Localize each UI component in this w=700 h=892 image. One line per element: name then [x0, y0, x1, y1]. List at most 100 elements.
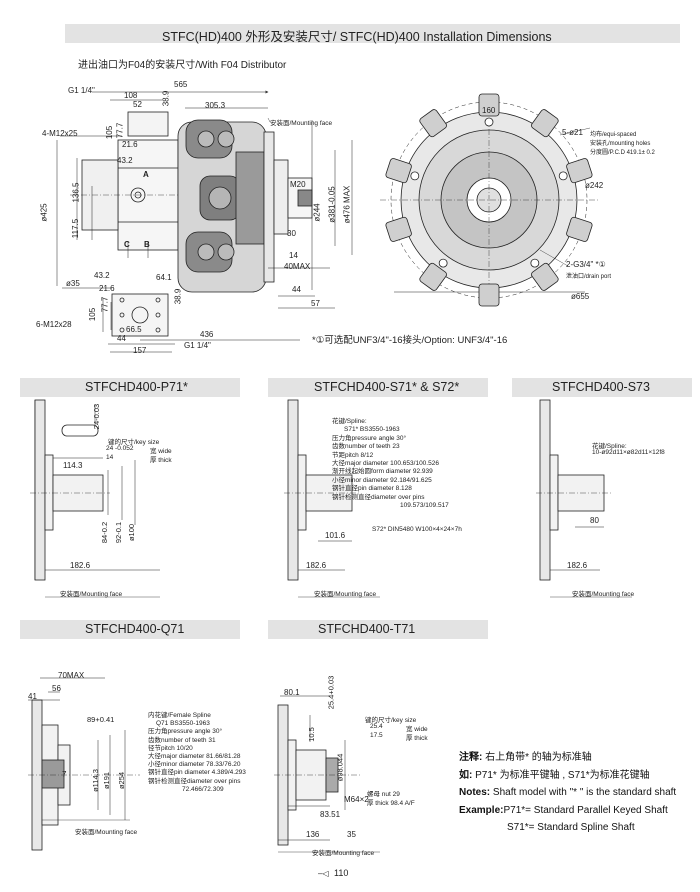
note-1: 注释: 右上角带* 的轴为标准轴 [459, 749, 676, 767]
p71-key-14: 14 [106, 454, 114, 461]
s71-line-1: S71* BS3550-1963 [344, 426, 400, 434]
front-view-lobe [419, 262, 447, 291]
flange-66.5: 66.5 [126, 325, 142, 334]
flange-436: 436 [200, 330, 214, 339]
dim-381: ø381-0.05 [327, 186, 337, 223]
p71-dim-114: 114.3 [63, 461, 83, 470]
t71-dim-80: 80.1 [284, 688, 300, 697]
q71-dim-7: 7 [62, 770, 67, 779]
front-view-lobe [566, 158, 593, 184]
q71-line-5: 大径major diameter 81.66/81.28 [148, 753, 241, 761]
s71-line-10: 109.573/109.517 [400, 502, 449, 510]
p71-key-24: 24 -0.052 [106, 445, 134, 452]
s72-note: S72* DIN5480 W100×4×24×7h [372, 526, 462, 533]
s71-line-0: 花键/Spline: [332, 418, 367, 425]
dim-57: 57 [311, 299, 320, 308]
note-2: 如: P71* 为标准平键轴 , S71*为标准花键轴 [459, 767, 676, 785]
side-view [56, 90, 353, 309]
t71-shaft [274, 695, 380, 853]
q71-dim-70max: 70MAX [58, 671, 85, 680]
option-note: *①可选配UNF3/4"-16接头/Option: UNF3/4"-16 [312, 335, 508, 346]
p71-key-title: 键的尺寸/key size [108, 439, 160, 446]
flange-64.1: 64.1 [156, 273, 172, 282]
flange-105: 105 [88, 307, 98, 322]
dim-425: ø425 [39, 203, 49, 222]
s71-spline-block: 花键/Spline: S71* BS3550-1963 压力角pressure … [332, 418, 449, 510]
title-p71: STFCHD400-P71* [85, 380, 188, 394]
title-bar: STFC(HD)400 外形及安装尺寸/ STFC(HD)400 Install… [65, 24, 680, 44]
front-holes-cn: 均布/equi-spaced [590, 132, 637, 138]
s71-line-8: 钢针直径pin diameter 8.128 [332, 485, 412, 493]
flange-6-m12: 6-M12x28 [36, 320, 72, 329]
q71-line-3: 齿数number of teeth 31 [148, 736, 216, 744]
q71-dim-89: 89+0.41 [87, 715, 115, 724]
t71-mount: 安装面/Mounting face [312, 850, 375, 857]
note-4: Example:P71*= Standard Parallel Keyed Sh… [459, 802, 676, 820]
t71-nut: 螺母 nut 29 [367, 791, 400, 798]
p71-dim-24: 24-0.03 [92, 403, 102, 430]
s71-line-9: 钢针检测直径diameter over pins [332, 493, 425, 501]
front-view-lobe [419, 109, 447, 138]
s71-dim-182: 182.6 [306, 561, 327, 570]
q71-dim-191: ø191 [102, 771, 112, 790]
p71-mount: 安装面/Mounting face [60, 591, 123, 598]
q71-line-1: Q71 BS3550-1963 [156, 720, 210, 728]
mounting-hole [558, 171, 568, 181]
s73-mount: 安装面/Mounting face [572, 591, 635, 598]
dim-40max: 40MAX [284, 262, 311, 271]
q71-dim-56: 56 [52, 684, 61, 693]
s71-line-4: 节距pitch 8/12 [332, 451, 374, 459]
hdr-t71: STFCHD400-T71 [268, 620, 488, 639]
q71-line-6: 小径minor diameter 78.33/76.20 [148, 761, 241, 769]
t71-key-wide: 宽 wide [406, 726, 428, 733]
flange-38.9: 38.9 [173, 288, 183, 305]
t71-key-thick: 厚 thick [406, 735, 428, 742]
note-1-text: 右上角带* 的轴为标准轴 [482, 752, 592, 763]
q71-line-4: 径节pitch 10/20 [148, 744, 193, 752]
front-view-lobe [385, 216, 412, 242]
s73-dim-182: 182.6 [567, 561, 588, 570]
front-view-lobe [531, 109, 559, 138]
dim-14: 14 [289, 251, 298, 260]
dim-43.2: 43.2 [117, 156, 133, 165]
t71-dim-83: 83.51 [320, 810, 341, 819]
dim-244: ø244 [312, 203, 322, 222]
front-view-lobes [385, 93, 593, 307]
s71-line-5: 大径major diameter 100.653/100.526 [332, 460, 439, 468]
note-4-label: Example: [459, 804, 504, 816]
p71-dim-92: 92-0.1 [114, 521, 124, 544]
front-holes-cn2: 安装孔/mounting holes [590, 141, 651, 147]
s73-spline: 花键/Spline: [592, 443, 627, 450]
subtitle: 进出油口为F04的安装尺寸/With F04 Distributor [78, 60, 287, 71]
dim-4-m12: 4-M12x25 [42, 129, 78, 138]
dim-117.5: 117.5 [71, 218, 81, 239]
q71-spline-block: 内花键/Female Spline Q71 BS3550-1963 压力角pre… [148, 712, 246, 794]
front-holes: 5-ø21 [562, 128, 583, 137]
q71-line-7: 钢针直径pin diameter 4.389/4.293 [148, 769, 246, 777]
note-3-label: Notes: [459, 787, 491, 798]
front-drain-label: 泄油口/drain port [566, 274, 612, 280]
note-2-text: P71* 为标准平键轴 , S71*为标准花键轴 [472, 769, 650, 781]
s71-line-2: 压力角pressure angle 30° [332, 434, 407, 442]
p71-dim-84: 84-0.2 [100, 521, 110, 544]
dim-105: 105 [105, 125, 115, 140]
q71-dim-114: ø114.3 [90, 769, 100, 792]
s71-mount: 安装面/Mounting face [314, 591, 377, 598]
q71-line-8: 钢针检测直径diameter over pins [148, 777, 241, 785]
dim-476max: ø476 MAX [342, 185, 352, 224]
dim-565: 565 [174, 80, 188, 89]
port-a: A [143, 170, 149, 179]
t71-dim-35: 35 [347, 830, 356, 839]
t71-dim-136: 136 [306, 830, 320, 839]
note-3: Notes: Shaft model with "* " is the stan… [459, 784, 676, 802]
dim-21.6: 21.6 [122, 140, 138, 149]
note-1-label: 注释: [459, 752, 483, 763]
port-c: C [124, 240, 130, 249]
q71-dim-41: 41 [28, 692, 37, 701]
front-view-lobe [566, 216, 593, 242]
flange-44: 44 [117, 334, 126, 343]
title-s71: STFCHD400-S71* & S72* [314, 380, 460, 394]
q71-line-2: 压力角pressure angle 30° [148, 728, 223, 736]
s71-shaft [284, 399, 380, 598]
s71-line-3: 齿数number of teeth 23 [332, 443, 400, 451]
